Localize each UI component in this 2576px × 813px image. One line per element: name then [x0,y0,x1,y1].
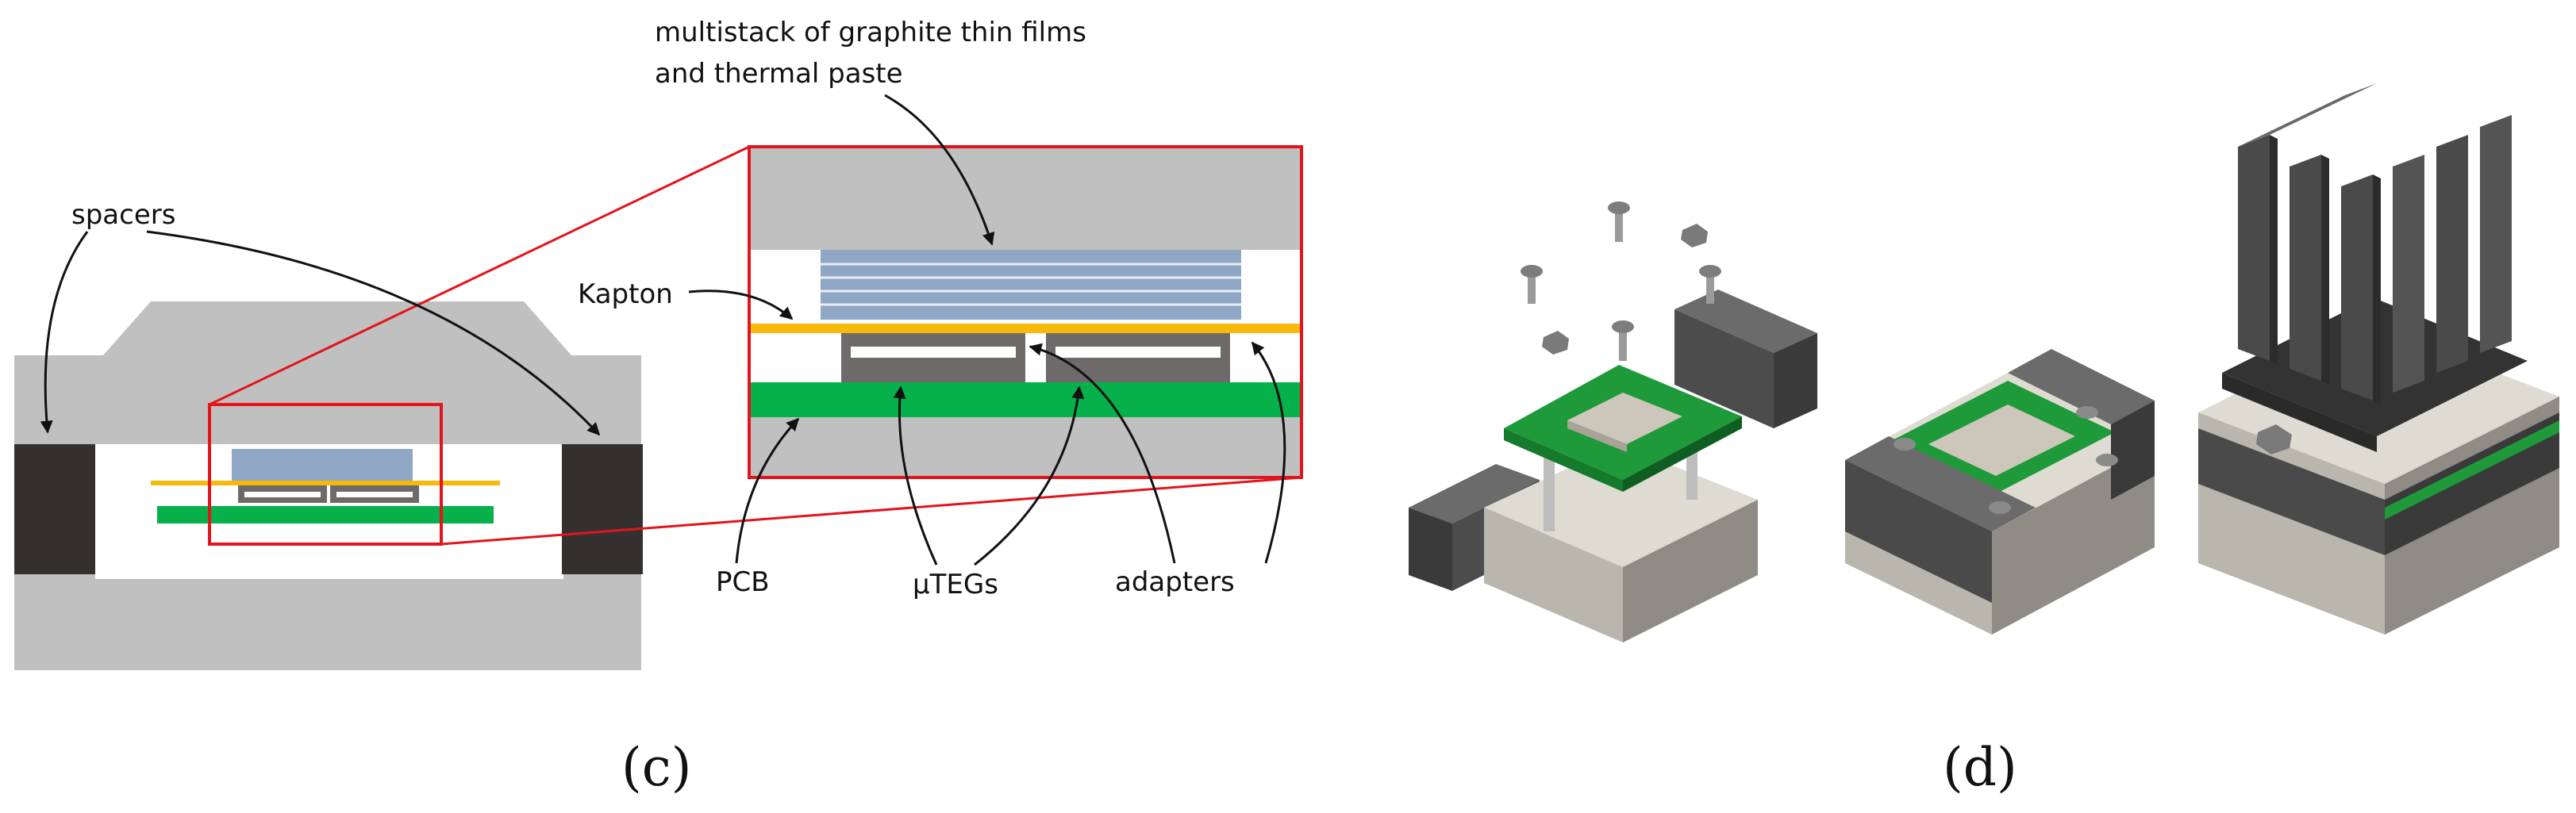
spacers-label: spacers [71,199,175,231]
graphite-multistack [821,250,1241,320]
annotation-arrows [40,94,1286,566]
zoom-line-bottom [440,476,1302,546]
uteg-label: µTEGs [913,569,998,600]
overview-cross-section [14,301,643,670]
multistack-label-line2: and thermal paste [655,58,903,90]
heatsink-nut [2256,424,2292,454]
arrow-uteg-right [974,385,1085,566]
overview-pcb [157,506,494,523]
zoom-upper-housing [749,147,1301,250]
zoom-pcb [749,382,1301,417]
arrow-uteg-left [893,385,938,566]
assembled-module [1845,349,2155,635]
overview-kapton [151,481,500,485]
adapters-label: adapters [1115,566,1235,598]
arrow-pcb [735,417,800,564]
caption-c: (c) [621,737,691,798]
zoom-frame [748,145,1303,479]
upper-housing [14,301,641,444]
exploded-assembly [1409,201,1817,642]
heatsink-pcb-edge [2385,420,2559,520]
arrow-spacers-right [146,230,601,436]
pcb-label: PCB [716,566,770,598]
zoom-line-top [209,145,750,406]
arrow-multistack [884,94,995,246]
multistack-label-line1: multistack of graphite thin films [655,17,1086,48]
panel-c: spacers multistack of graphite thin film… [14,17,1303,798]
overview-graphite-stack [232,449,413,481]
caption-d: (d) [1943,737,2017,798]
zoom-adapter-left [851,347,1016,358]
arrow-spacers-left [40,231,89,434]
zoom-kapton [749,324,1301,333]
heatsink-assembly [2198,83,2559,635]
kapton-label: Kapton [578,278,673,310]
screws [1521,201,1721,361]
left-spacer [14,444,95,574]
zoomed-detail-view [748,145,1303,479]
heatsink-fins [2238,83,2512,405]
panel-d: (d) [1409,83,2559,798]
zoom-adapter-right [1055,347,1221,358]
arrow-kapton [688,290,794,320]
arrow-adapters-left [1028,343,1176,564]
zoom-region [208,403,443,546]
zoom-lower-housing [749,417,1301,477]
arrow-adapters-right [1251,341,1286,564]
right-spacer [562,444,643,574]
